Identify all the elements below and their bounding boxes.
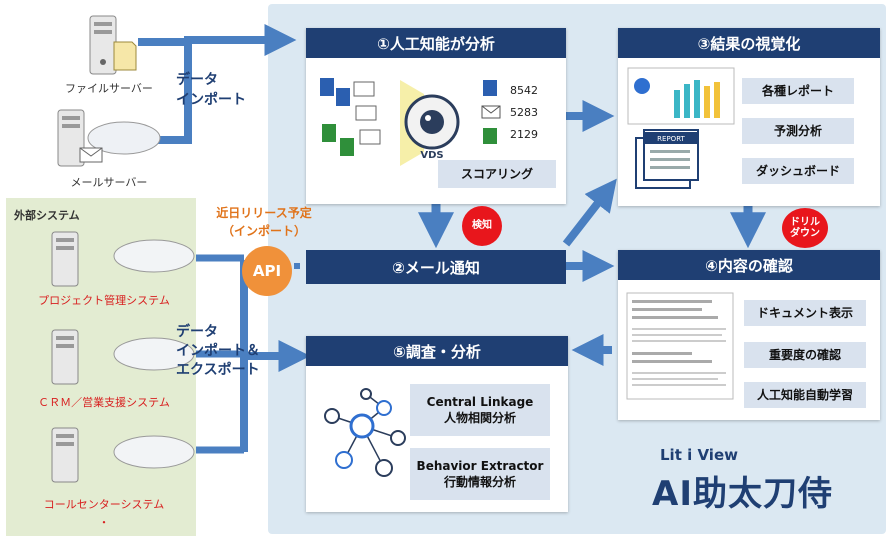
tool2-desc: 行動情報分析 (443, 475, 516, 489)
scoring-label: スコアリング (438, 160, 556, 188)
tool2-name: Behavior Extractor (416, 458, 544, 473)
api-release-note: 近日リリース予定 (216, 206, 312, 220)
api-release-sub: （インポート） (221, 224, 306, 238)
people-network-icon (324, 388, 406, 477)
tool1-desc: 人物相関分析 (443, 411, 516, 425)
step1-title: ①人工知能が分析 (306, 28, 566, 58)
visual-item-reports: 各種レポート (742, 78, 854, 104)
mail-server-icon (57, 109, 161, 167)
arrow-file-to-analysis (138, 24, 297, 56)
data-import-text-1: データ (176, 72, 218, 88)
ai-analysis-illustration: VDS (320, 78, 460, 166)
callcenter-system-label: コールセンターシステム (43, 498, 165, 511)
step3-title: ③結果の視覚化 (618, 28, 880, 58)
data-import-text-2: インポート (176, 92, 246, 108)
crm-server-icon (51, 329, 195, 385)
crm-system-label: ＣＲＭ／営業支援システム (38, 396, 170, 409)
brand-line1: Lit i View (660, 446, 738, 464)
excel-count: 2129 (510, 128, 538, 141)
file-server-icon (89, 15, 137, 75)
drilldown-text-1: ドリル (790, 216, 820, 228)
detect-burst: 検知 (462, 206, 502, 246)
tool-behavior-extractor: Behavior Extractor 行動情報分析 (410, 448, 550, 500)
visual-item-forecast: 予測分析 (742, 118, 854, 144)
step4-title: ④内容の確認 (618, 250, 880, 280)
drilldown-text-2: ダウン (790, 228, 820, 239)
report-dashboard-illustration: REPORT (627, 67, 735, 189)
vds-logo: VDS (420, 150, 443, 161)
callcenter-dot: ・ (98, 516, 110, 529)
review-item-learning: 人工知能自動学習 (744, 382, 866, 408)
external-systems-title: 外部システム (14, 209, 80, 222)
document-preview (626, 292, 734, 400)
callcenter-server-icon (51, 427, 195, 483)
arrow-mail-to-visual (562, 178, 617, 247)
api-circle: API (242, 246, 292, 296)
mail-server-label: メールサーバー (70, 176, 148, 189)
file-server-label: ファイルサーバー (65, 82, 153, 95)
visual-item-dashboard: ダッシュボード (742, 158, 854, 184)
ie-text-3: エクスポート (176, 362, 260, 378)
pm-system-label: プロジェクト管理システム (38, 294, 170, 307)
ie-text-1: データ (176, 324, 218, 340)
report-text: REPORT (657, 135, 685, 143)
pm-server-icon (51, 231, 195, 287)
review-item-doc: ドキュメント表示 (744, 300, 866, 326)
word-count: 8542 (510, 84, 538, 97)
review-item-importance: 重要度の確認 (744, 342, 866, 368)
brand-line2: AI助太刀侍 (652, 474, 833, 514)
mail-count: 5283 (510, 106, 538, 119)
tool1-name: Central Linkage (426, 394, 534, 409)
tool-central-linkage: Central Linkage 人物相関分析 (410, 384, 550, 436)
file-type-icons (481, 80, 501, 144)
drilldown-burst: ドリルダウン (782, 208, 828, 248)
ie-text-2: インポート＆ (176, 343, 260, 359)
step2-bar: ②メール通知 (306, 250, 566, 284)
step5-title: ⑤調査・分析 (306, 336, 568, 366)
